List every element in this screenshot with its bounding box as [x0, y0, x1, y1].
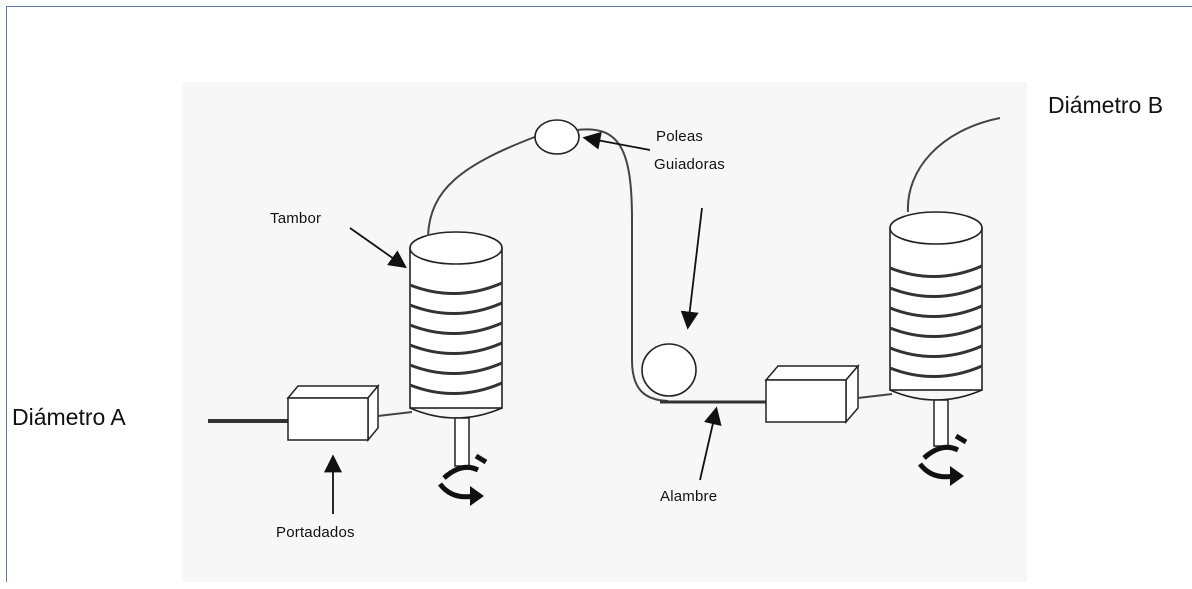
arrow-bottom-pulley — [680, 207, 703, 330]
arrow-wire — [699, 406, 722, 481]
drum-1-shaft — [454, 417, 470, 467]
arrow-drum — [349, 227, 407, 269]
guide-pulley-bottom — [641, 343, 697, 397]
label-guide-pulleys-line1: Poleas — [656, 128, 704, 145]
label-drum: Tambor — [270, 210, 322, 227]
guide-pulley-top — [534, 119, 580, 155]
drum-1 — [409, 231, 503, 419]
label-die-holder: Portadados — [276, 524, 355, 541]
label-diameter-b: Diámetro B — [1048, 92, 1164, 118]
wire-top-to-bottom-pulley — [576, 128, 669, 402]
label-wire: Alambre — [660, 488, 718, 505]
wire-drum1-top-pulley — [427, 134, 541, 237]
drum-2 — [889, 211, 983, 401]
label-diameter-a: Diámetro A — [12, 404, 126, 430]
wire-die1-drum1 — [377, 411, 413, 417]
wire-die2-drum2 — [857, 393, 893, 399]
arrow-top-pulley — [582, 131, 651, 151]
diagram-panel — [182, 82, 1027, 582]
drum-2-shaft — [933, 399, 949, 447]
output-wire — [906, 117, 1001, 213]
die-holder-2 — [764, 363, 860, 425]
die-holder-1 — [286, 383, 380, 443]
label-guide-pulleys-line2: Guiadoras — [654, 156, 726, 173]
